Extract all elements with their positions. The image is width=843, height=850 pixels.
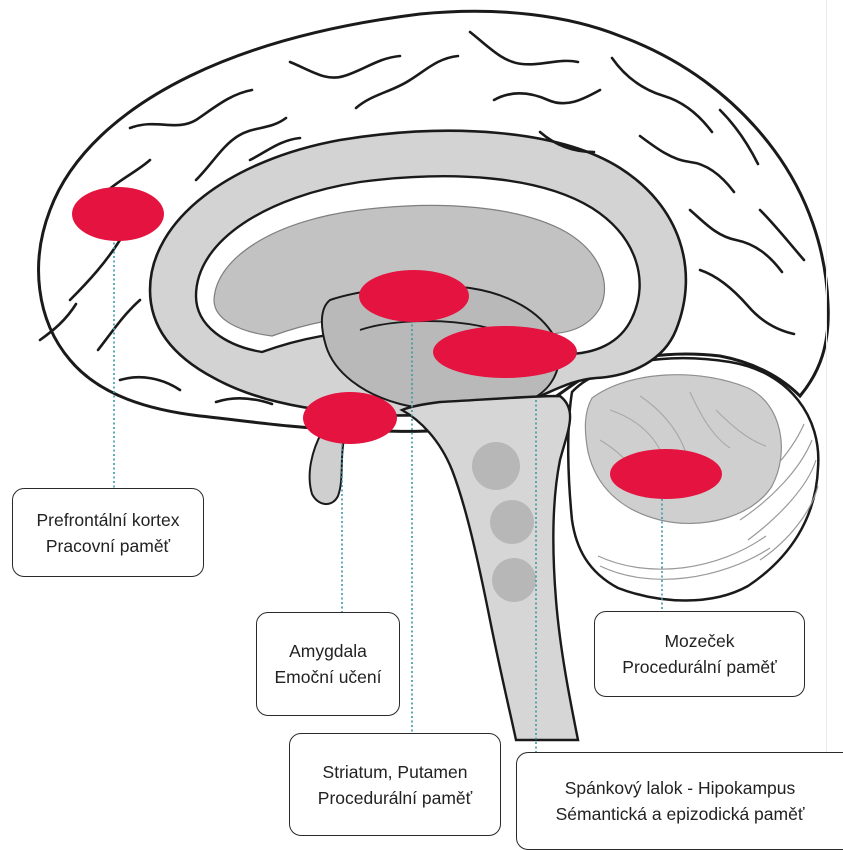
label-striatum: Striatum, Putamen Procedurální paměť [289,733,501,836]
label-temporal-lobe: Spánkový lalok - Hipokampus Sémantická a… [516,752,843,850]
highlight-prefrontal [72,187,164,241]
label-temporal-title: Spánkový lalok - Hipokampus [565,775,796,801]
label-amygdala-function: Emoční učení [275,664,382,690]
label-amygdala: Amygdala Emoční učení [256,612,400,716]
highlight-cerebellum [610,449,722,499]
label-prefrontal-cortex: Prefrontální kortex Pracovní paměť [12,488,204,577]
label-cerebellum: Mozeček Procedurální paměť [594,611,805,697]
label-prefrontal-title: Prefrontální kortex [37,507,180,533]
highlight-striatum [359,270,469,322]
label-temporal-function: Sémantická a epizodická paměť [556,801,805,827]
highlight-temporal [433,326,577,378]
label-striatum-title: Striatum, Putamen [323,759,468,785]
side-rule [826,0,827,850]
highlight-amygdala [303,392,397,444]
label-cerebellum-function: Procedurální paměť [622,654,776,680]
label-prefrontal-function: Pracovní paměť [46,533,170,559]
label-striatum-function: Procedurální paměť [318,785,472,811]
label-amygdala-title: Amygdala [289,638,367,664]
label-cerebellum-title: Mozeček [664,628,734,654]
